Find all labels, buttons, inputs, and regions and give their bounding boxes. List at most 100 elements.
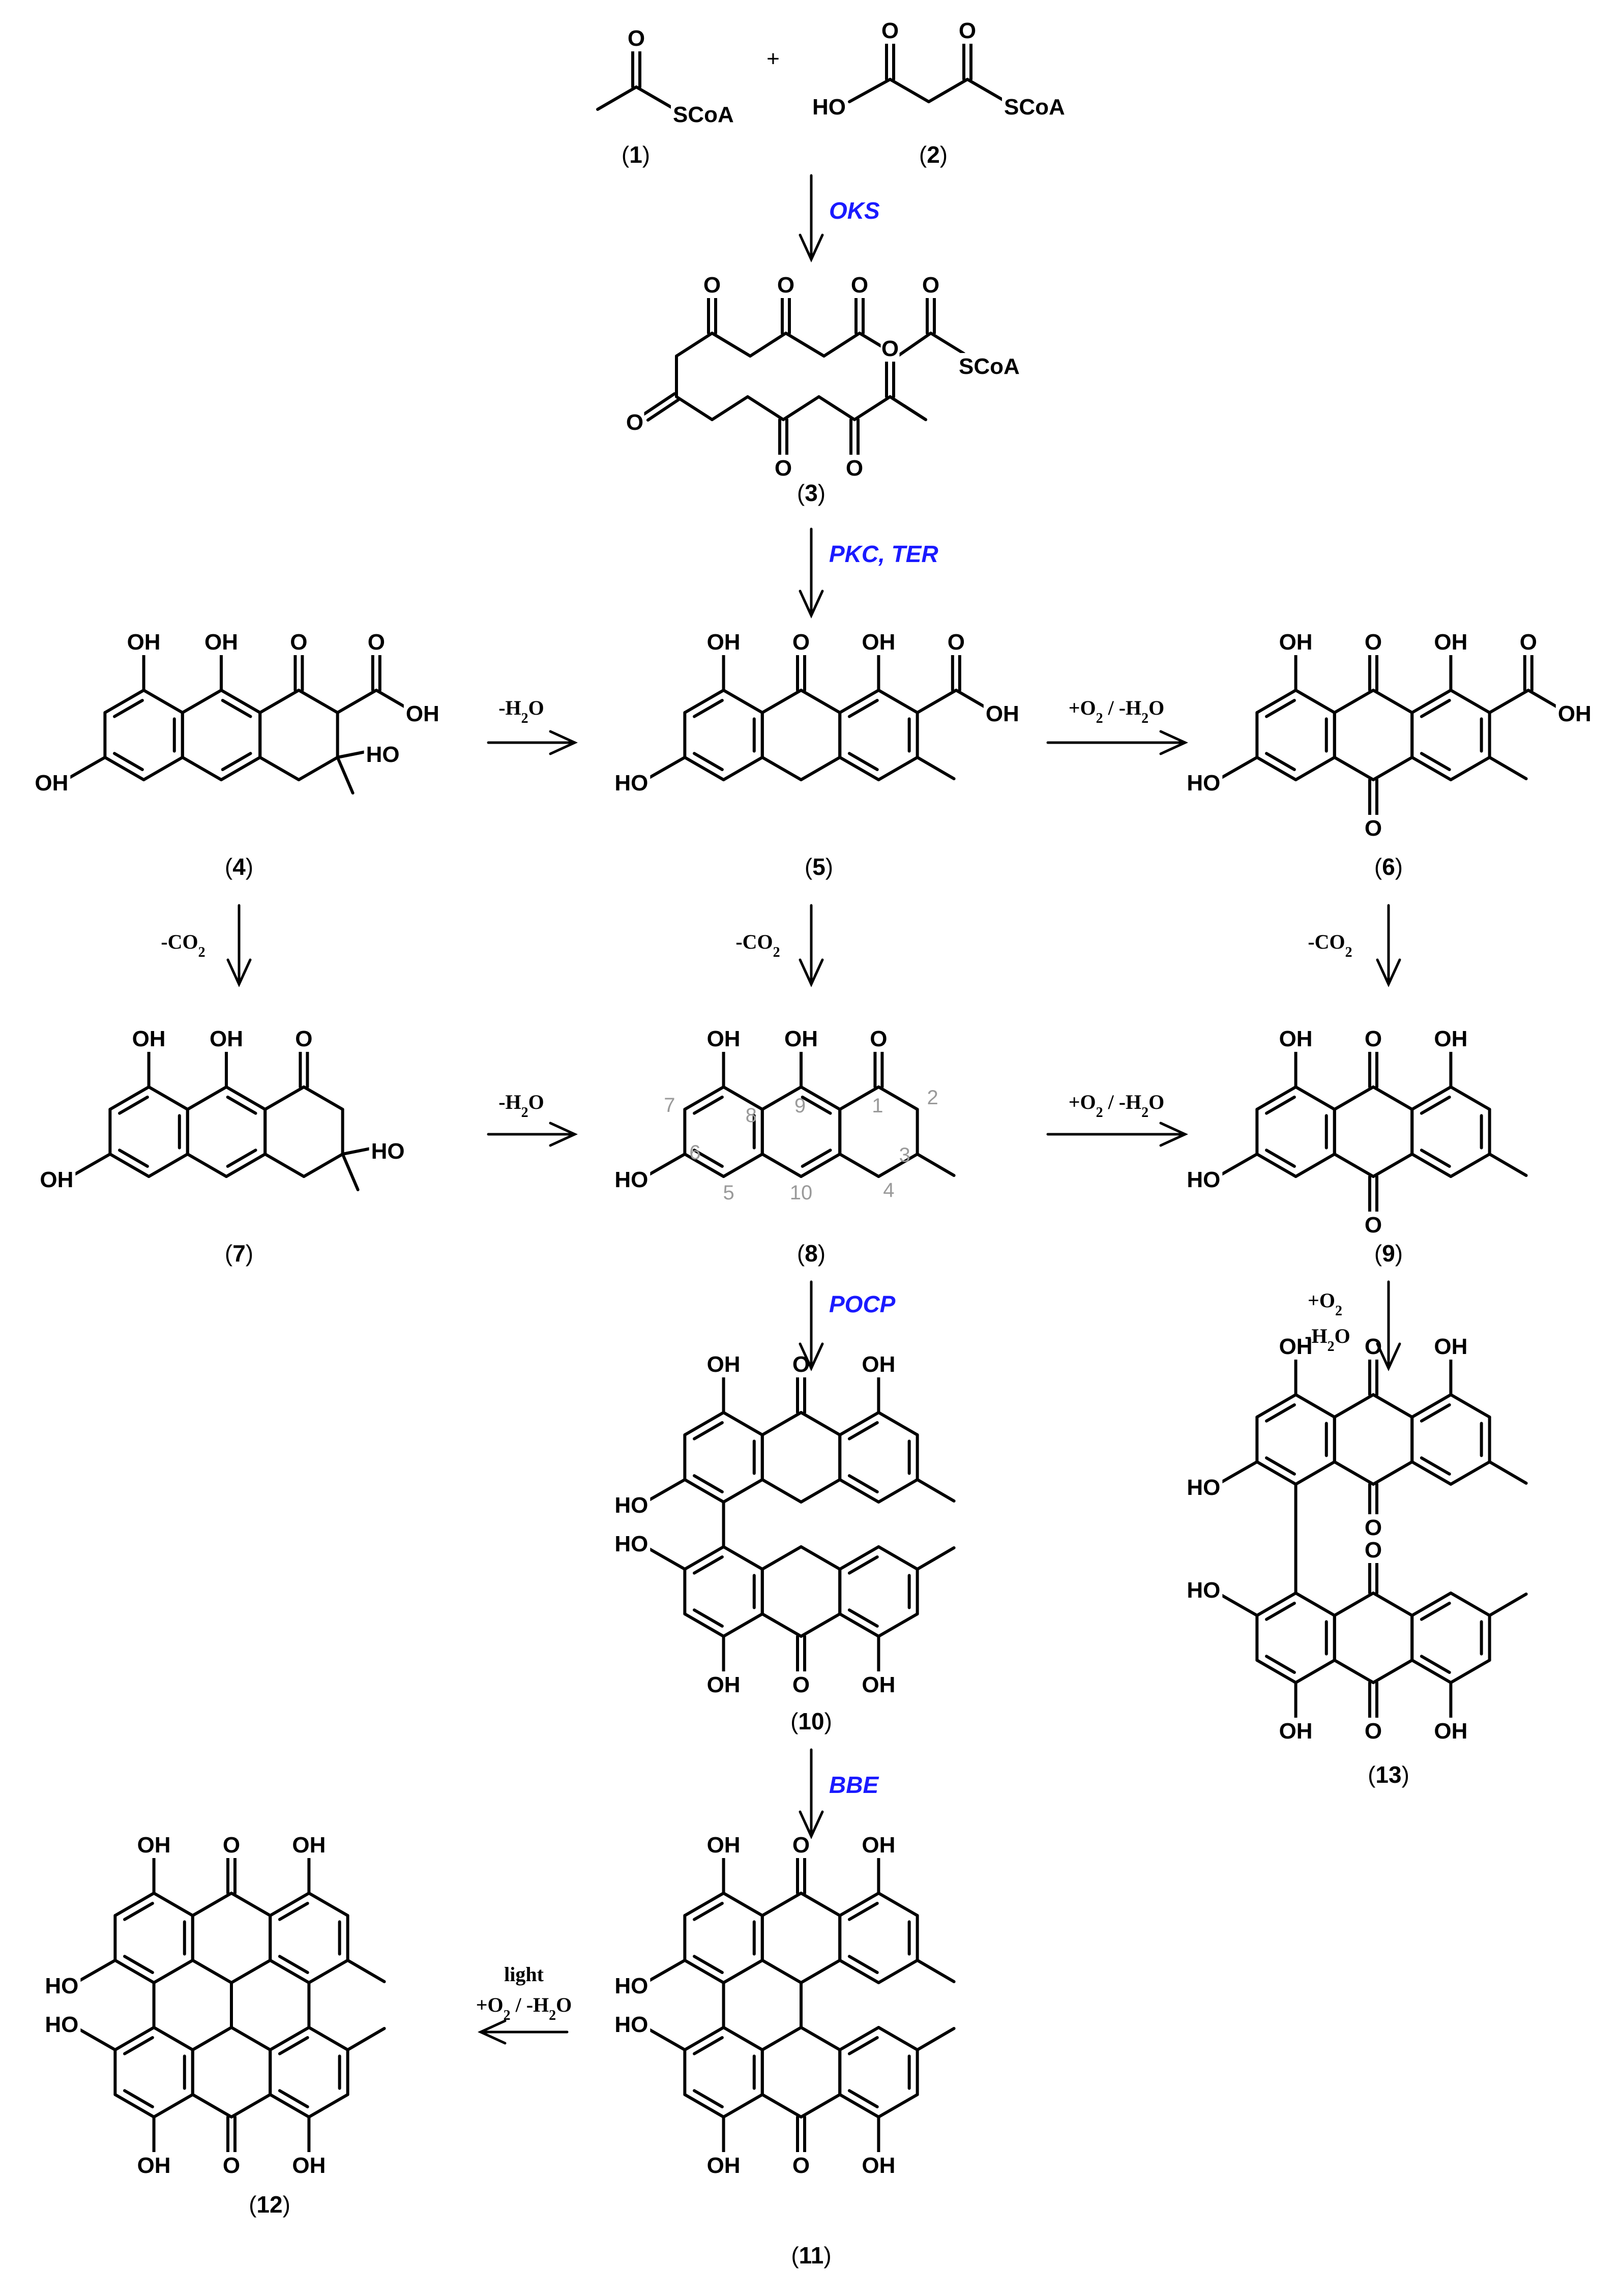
substituent-bond xyxy=(78,1959,117,1982)
inner-double-bond xyxy=(847,1902,879,1921)
atom-label-mask xyxy=(1434,1025,1468,1052)
group-oh: OH xyxy=(1434,1334,1467,1359)
group-oh: OH xyxy=(862,1833,895,1858)
ring-b xyxy=(191,1892,272,1984)
atom-number-1: 1 xyxy=(872,1095,883,1117)
group-o: O xyxy=(881,18,899,43)
atom-label-mask xyxy=(706,1671,741,1698)
inner-double-bond xyxy=(847,1421,879,1440)
paren-open: ( xyxy=(1374,1240,1382,1267)
paren-open: ( xyxy=(1368,1761,1376,1788)
atom-label-mask xyxy=(1279,629,1313,655)
bond-methyl xyxy=(916,2027,956,2051)
chain-bond xyxy=(675,332,714,358)
atom-label-mask xyxy=(616,1973,651,1999)
atom-label-mask xyxy=(1279,1025,1313,1052)
condition-7-8: -H2O xyxy=(498,1091,544,1121)
compound-number: 8 xyxy=(805,1240,818,1267)
ring-bond xyxy=(722,2093,764,2118)
ring-bond xyxy=(1449,1659,1491,1684)
substituent-bond xyxy=(1220,1153,1259,1176)
group-oh: OH xyxy=(204,630,238,655)
atom-label-mask xyxy=(1002,94,1065,120)
atom-label-mask xyxy=(616,1492,651,1518)
ring-bond xyxy=(108,1085,151,1111)
ring-bond xyxy=(800,2026,842,2051)
group-o: O xyxy=(1365,1213,1382,1238)
atom-label-mask xyxy=(947,629,966,655)
chain-bond xyxy=(782,395,820,421)
arrow-head xyxy=(477,2019,507,2045)
group-oh: OH xyxy=(40,1167,73,1192)
atom-label-mask xyxy=(37,770,71,796)
arrow-head xyxy=(226,958,252,988)
ring-c xyxy=(1410,1085,1491,1178)
inner-double-bond xyxy=(123,2089,154,2108)
ring-a xyxy=(683,2026,764,2118)
substituent-bond xyxy=(78,2028,117,2051)
group-ho: HO xyxy=(371,1139,405,1164)
ring-bond xyxy=(113,2026,156,2051)
subscript: 2 xyxy=(1096,1105,1103,1121)
ring-b xyxy=(191,2026,272,2118)
subscript: 2 xyxy=(504,2008,511,2023)
compound-number: 13 xyxy=(1375,1761,1401,1788)
ring-bond xyxy=(103,689,145,714)
substituent-bond xyxy=(916,689,958,714)
ring-bond xyxy=(760,1153,803,1178)
arrow-pocp xyxy=(799,1280,824,1372)
cond-part: / -H xyxy=(511,1993,549,2016)
group-oh: OH xyxy=(1434,1719,1467,1744)
group-oh: OH xyxy=(1558,701,1591,726)
ring-b xyxy=(760,1545,842,1638)
ring-b xyxy=(760,2026,842,2118)
ring-bond xyxy=(877,1959,919,1984)
ring-bond xyxy=(877,1085,919,1111)
ring-bond xyxy=(760,689,803,714)
bond-methyl xyxy=(916,756,956,780)
atom-label-mask xyxy=(616,1530,651,1557)
group-o: O xyxy=(881,336,899,361)
inner-double-bond xyxy=(1420,699,1451,718)
atom-label-mask xyxy=(850,272,869,298)
group-o: O xyxy=(703,273,721,298)
compound-label-13: (13) xyxy=(1368,1761,1409,1788)
arrow-head xyxy=(549,730,578,755)
paren-close: ) xyxy=(823,2242,831,2269)
paren-close: ) xyxy=(246,853,253,880)
arrow-11-to-12 xyxy=(477,2019,569,2045)
arrow-head xyxy=(799,958,824,988)
paren-open: ( xyxy=(805,853,813,880)
ring-bond xyxy=(877,756,919,781)
ring-bond xyxy=(683,1892,725,1917)
group-oh: OH xyxy=(1434,1026,1467,1051)
group-o: O xyxy=(1365,1719,1382,1744)
inner-double-bond xyxy=(693,1555,724,1575)
atom-label-mask xyxy=(869,1025,888,1052)
atom-label-mask xyxy=(616,1166,651,1193)
ring-bond xyxy=(1294,1153,1336,1178)
atom-label-mask xyxy=(791,1671,811,1698)
ring-bond xyxy=(1294,689,1336,714)
group-scoa: SCoA xyxy=(1004,95,1065,120)
atom-label-mask xyxy=(862,629,896,655)
paren-close: ) xyxy=(283,2191,290,2218)
enzyme-label-s12: BBE xyxy=(829,1772,879,1798)
ring-c xyxy=(263,1085,344,1178)
substituent-bond xyxy=(647,1153,687,1176)
condition-9-13-b: -H2O xyxy=(1305,1324,1350,1355)
inner-double-bond xyxy=(847,2036,879,2055)
compound-label-10: (10) xyxy=(790,1708,832,1734)
ring-bond xyxy=(760,1959,803,1984)
cond-part: -H xyxy=(1305,1324,1327,1347)
ring-bond xyxy=(1410,756,1453,781)
group-o: O xyxy=(1365,1515,1382,1540)
inner-double-bond xyxy=(1420,1149,1451,1168)
ring-bond xyxy=(1449,1085,1491,1111)
atom-label-mask xyxy=(289,629,308,655)
atom-label-mask xyxy=(706,1351,741,1377)
bond xyxy=(966,78,1008,103)
group-scoa: SCoA xyxy=(673,102,734,127)
bond-methyl xyxy=(916,1478,956,1503)
ring-bond xyxy=(1372,1393,1414,1419)
